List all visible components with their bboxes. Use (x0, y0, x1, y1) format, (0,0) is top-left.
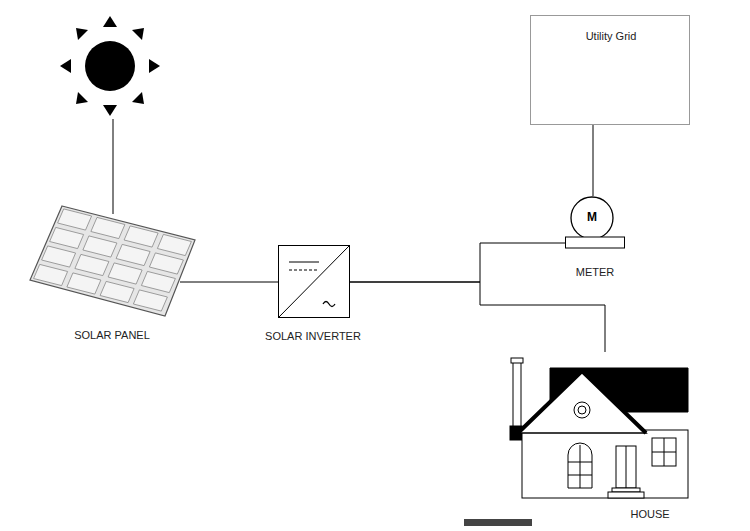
solar-cell (124, 226, 158, 247)
wire-connector (350, 243, 565, 282)
solar-cell (116, 244, 150, 265)
solar-panel: SOLAR PANEL (30, 200, 180, 345)
solar-panel-symbol (30, 206, 195, 316)
solar-cell (50, 227, 84, 248)
solar-cell (133, 290, 167, 311)
node-label: SOLAR INVERTER (265, 330, 361, 343)
node-label: HOUSE (630, 508, 669, 521)
solar-cell (100, 281, 134, 302)
wire-connector (593, 125, 594, 196)
solar-cell (34, 264, 68, 285)
sun-wire (113, 119, 114, 214)
node-label: Utility Grid (586, 30, 637, 43)
house: HOUSE (505, 350, 690, 500)
sun-symbol (60, 16, 160, 116)
utility-grid-box: Utility Grid (530, 15, 690, 125)
inverter-symbol (279, 246, 349, 317)
solar-cell (58, 209, 92, 230)
solar-cell (75, 254, 109, 275)
wire-connector (350, 282, 605, 352)
node-label: SOLAR PANEL (74, 329, 150, 342)
solar-cell (67, 273, 101, 294)
solar-cell (157, 234, 191, 255)
solar-cell (42, 246, 76, 267)
solar-cell (91, 217, 125, 238)
meter: MMETER (565, 196, 625, 249)
house-symbol (510, 358, 688, 498)
solar-cell (149, 253, 183, 274)
dark-bar (464, 519, 532, 526)
solar-inverter: SOLAR INVERTER (278, 245, 350, 318)
solar-cell (83, 236, 117, 257)
wire-connector (180, 282, 278, 283)
meter-letter: M (587, 211, 597, 224)
meter-label: METER (576, 266, 615, 279)
solar-cell (141, 271, 175, 292)
solar-cell (108, 263, 142, 284)
